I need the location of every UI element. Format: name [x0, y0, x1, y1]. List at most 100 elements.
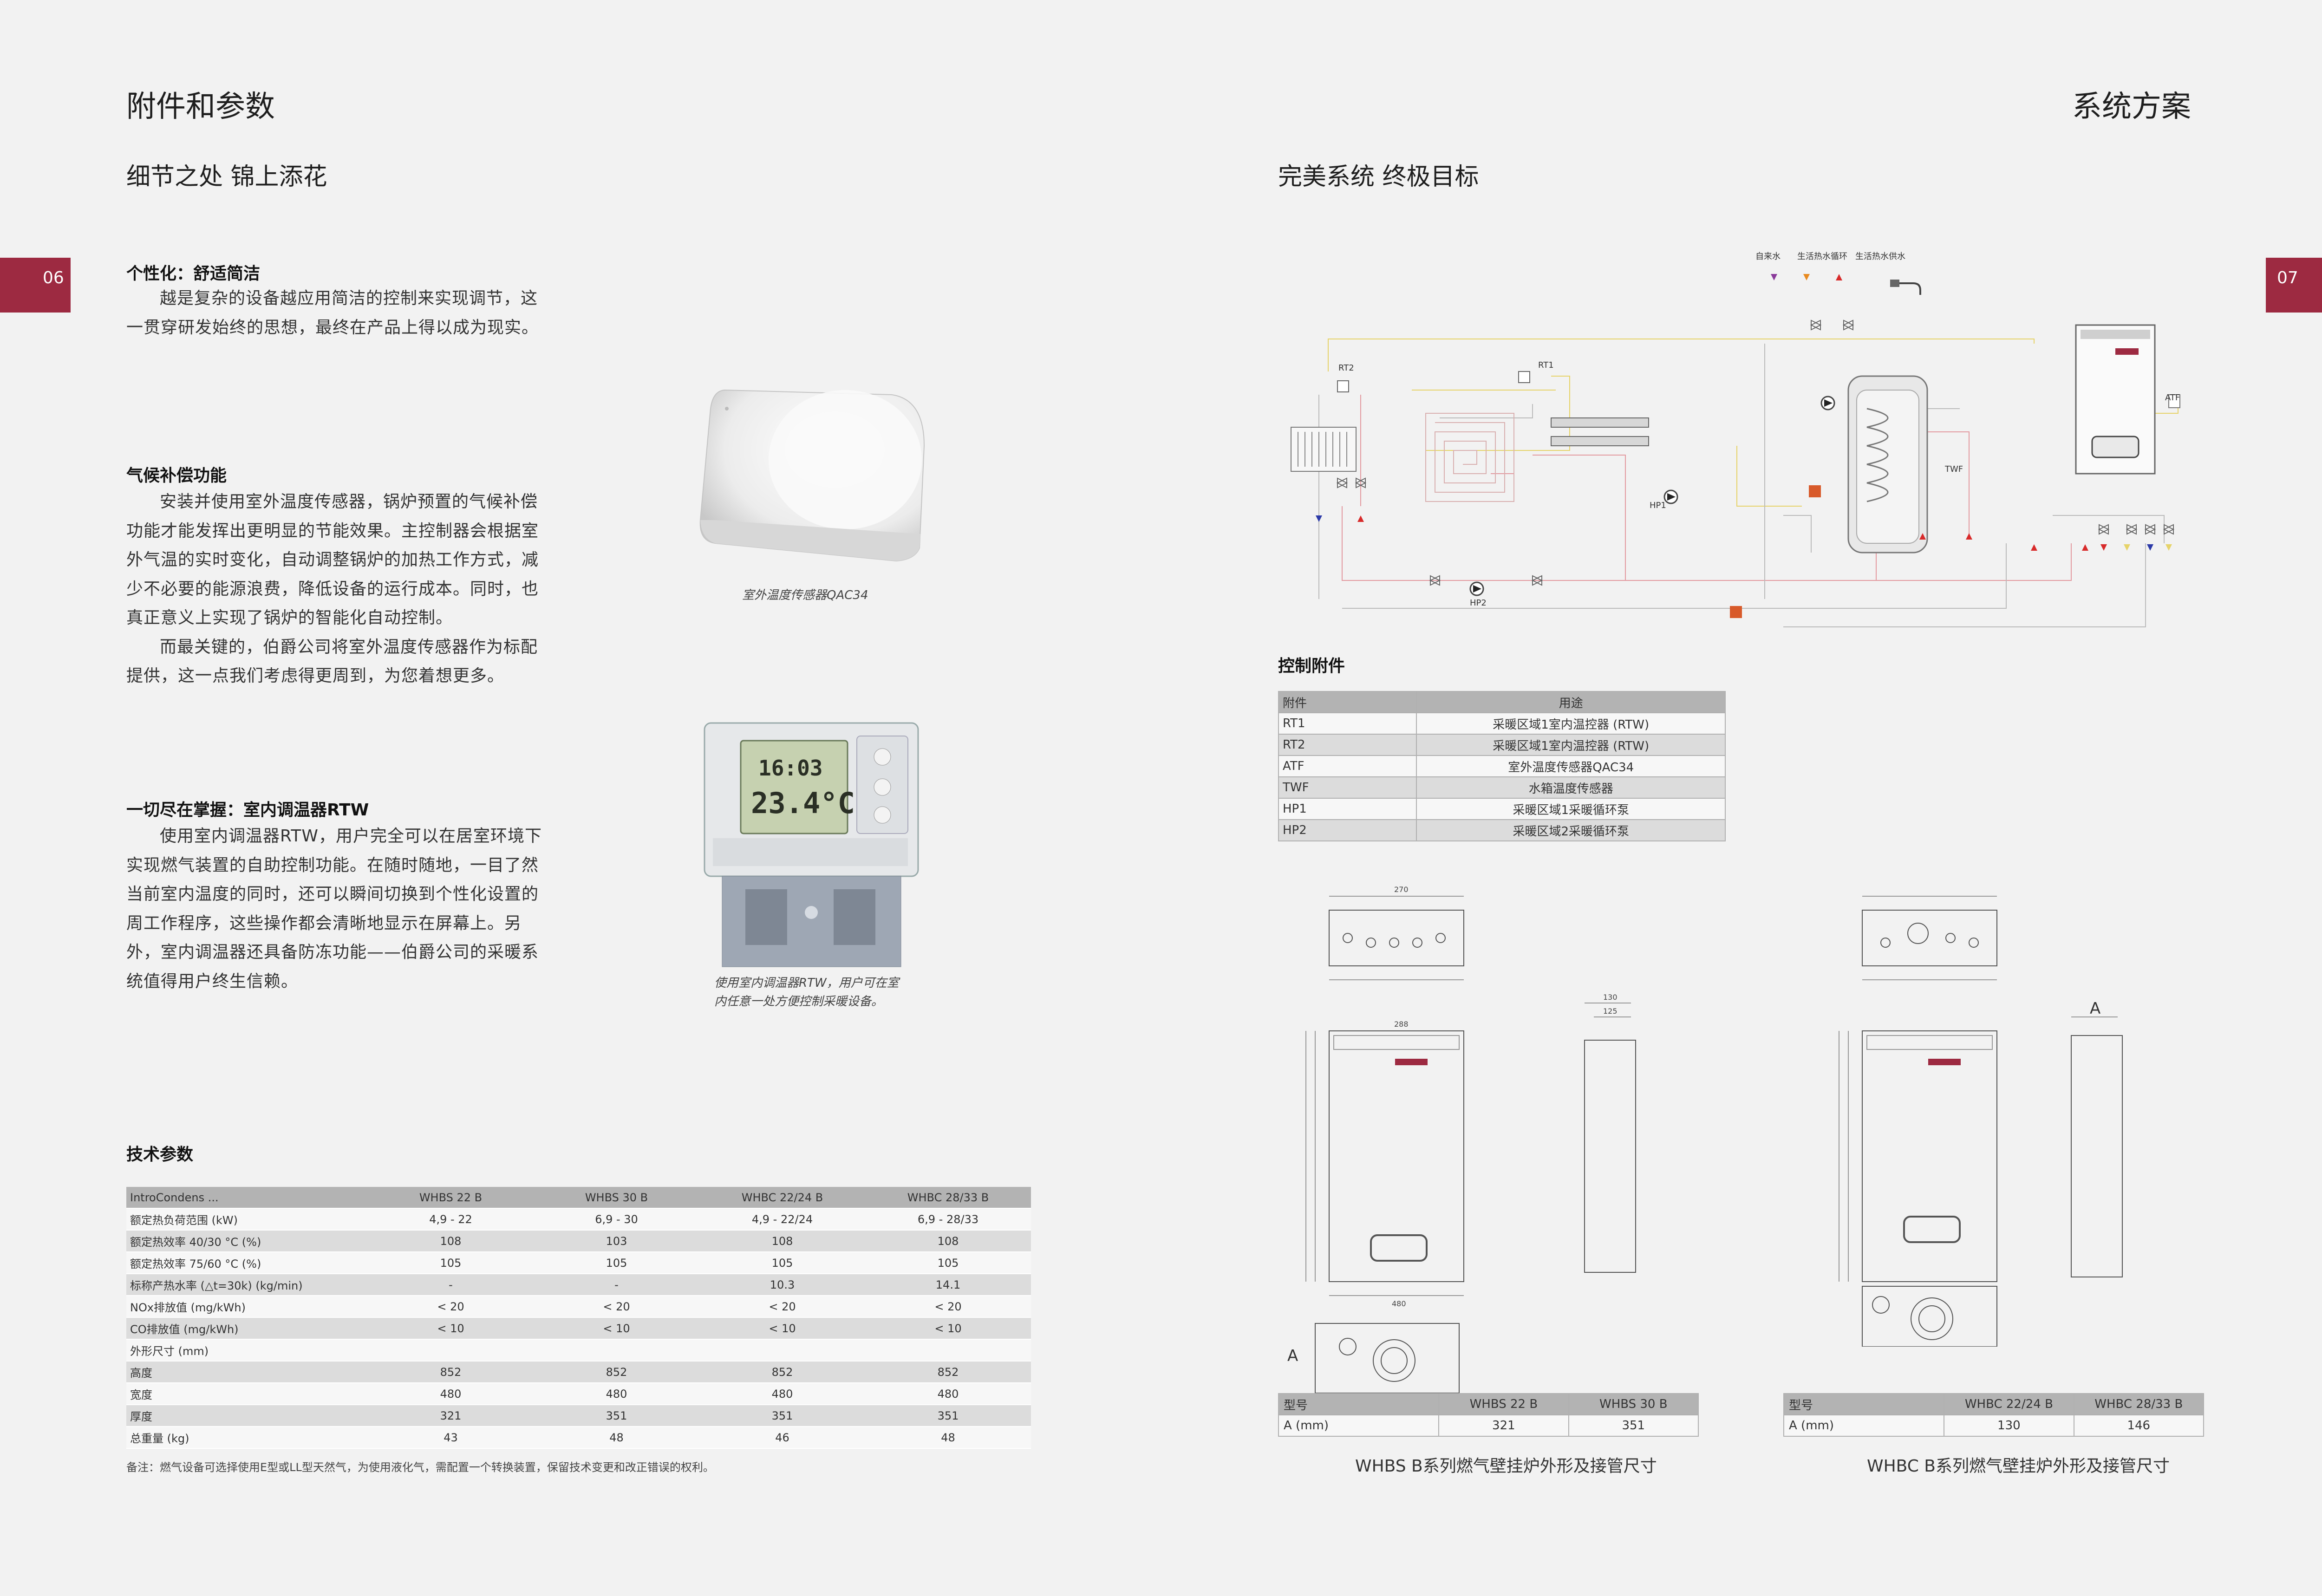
whbs-dimension-drawings: 270 288 480 130 125 A — [1278, 882, 1710, 1393]
table-cell: A (mm) — [1783, 1414, 1945, 1437]
table-row: NOx排放值 (mg/kWh)< 20< 20< 20< 20 — [126, 1296, 1031, 1318]
dim-label: 480 — [1392, 1299, 1406, 1308]
table-row: A (mm) 321 351 — [1278, 1414, 1699, 1437]
table-header-row: 附件 用途 — [1278, 691, 1726, 713]
table-cell: 146 — [2073, 1414, 2205, 1437]
table-cell: 108 — [865, 1230, 1031, 1252]
label-hp2: HP2 — [1470, 598, 1487, 608]
section-title-weather-compensation: 气候补偿功能 — [126, 466, 227, 485]
system-schematic-diagram: 自来水 生活热水循环 生活热水供水 RT2 RT1 HP1 HP2 TWF AT… — [1272, 252, 2197, 683]
whbc-caption: WHBC B系列燃气壁挂炉外形及接管尺寸 — [1867, 1457, 2170, 1476]
table-cell: 室外温度传感器QAC34 — [1416, 755, 1726, 777]
table-cell: < 10 — [699, 1317, 865, 1340]
dim-a-marker: A — [1287, 1347, 1298, 1365]
caption-line: 内任意一处方便控制采暖设备。 — [714, 995, 884, 1009]
column-header: WHBS 30 B — [1568, 1393, 1699, 1415]
table-cell: 43 — [368, 1427, 534, 1449]
section-body-personalization: 越是复杂的设备越应用简洁的控制来实现调节，这一贯穿研发始终的思想，最终在产品上得… — [126, 284, 553, 342]
table-cell: < 10 — [534, 1317, 699, 1340]
table-cell: 480 — [368, 1383, 534, 1405]
table-cell: 高度 — [126, 1361, 368, 1383]
table-cell: 额定热负荷范围 (kW) — [126, 1208, 368, 1231]
page-number-tab-left: 06 — [0, 258, 71, 313]
table-cell: 103 — [534, 1230, 699, 1252]
column-header: WHBS 22 B — [368, 1187, 534, 1209]
control-accessories-title: 控制附件 — [1278, 657, 1345, 676]
page-number: 06 — [43, 268, 64, 287]
thermostat-temp-display: 23.4°C — [751, 786, 855, 820]
whbs-caption: WHBS B系列燃气壁挂炉外形及接管尺寸 — [1355, 1457, 1657, 1476]
table-cell: RT2 — [1278, 734, 1417, 756]
dim-label: 130 — [1603, 993, 1618, 1002]
column-header: 附件 — [1278, 691, 1417, 713]
paragraph: 而最关键的，伯爵公司将室外温度传感器作为标配提供，这一点我们考虑得更周到，为您着… — [126, 637, 538, 686]
outdoor-sensor-image — [697, 381, 929, 567]
right-page-heading: 系统方案 — [2072, 90, 2191, 124]
tech-params-title: 技术参数 — [126, 1145, 194, 1164]
column-header: 用途 — [1416, 691, 1726, 713]
table-cell: 351 — [865, 1405, 1031, 1427]
table-cell — [865, 1339, 1031, 1361]
table-cell: 480 — [699, 1383, 865, 1405]
table-cell: 852 — [368, 1361, 534, 1383]
column-header: WHBC 28/33 B — [2073, 1393, 2205, 1415]
label-twf: TWF — [1945, 464, 1963, 474]
whbs-dimension-table: 型号 WHBS 22 B WHBS 30 B A (mm) 321 351 — [1278, 1393, 1699, 1437]
column-header: WHBS 22 B — [1438, 1393, 1569, 1415]
thermostat-caption: 使用室内调温器RTW，用户可在室 内任意一处方便控制采暖设备。 — [714, 974, 899, 1011]
paragraph: 安装并使用室外温度传感器，锅炉预置的气候补偿功能才能发挥出更明显的节能效果。主控… — [126, 492, 539, 627]
table-cell: 105 — [534, 1252, 699, 1274]
room-thermostat-image: 16:03 23.4°C — [704, 722, 920, 968]
whbc-dimension-drawings: A — [1811, 882, 2276, 1347]
column-header: 型号 — [1783, 1393, 1945, 1415]
table-cell: 额定热效率 40/30 °C (%) — [126, 1230, 368, 1252]
whbc-dimension-table: 型号 WHBC 22/24 B WHBC 28/33 B A (mm) 130 … — [1783, 1393, 2205, 1437]
table-cell: < 10 — [368, 1317, 534, 1340]
left-page-heading: 附件和参数 — [126, 90, 275, 124]
table-cell: < 10 — [865, 1317, 1031, 1340]
label-rt1: RT1 — [1538, 360, 1554, 370]
table-cell: 852 — [865, 1361, 1031, 1383]
table-cell — [368, 1339, 534, 1361]
table-cell: - — [534, 1274, 699, 1296]
label-dhw-circulation: 生活热水循环 — [1797, 252, 1847, 261]
label-hp1: HP1 — [1650, 501, 1666, 510]
table-cell: 480 — [865, 1383, 1031, 1405]
label-rt2: RT2 — [1338, 363, 1354, 373]
table-cell: 321 — [368, 1405, 534, 1427]
table-cell: 额定热效率 75/60 °C (%) — [126, 1252, 368, 1274]
table-cell: 水箱温度传感器 — [1416, 776, 1726, 799]
paragraph: 使用室内调温器RTW，用户完全可以在居室环境下实现燃气装置的自助控制功能。在随时… — [126, 827, 542, 991]
table-cell: 852 — [699, 1361, 865, 1383]
column-header: WHBS 30 B — [534, 1187, 699, 1209]
dim-label: 270 — [1394, 885, 1409, 894]
table-header-row: IntroCondens ... WHBS 22 B WHBS 30 B WHB… — [126, 1187, 1031, 1209]
footnote: 备注：燃气设备可选择使用E型或LL型天然气，为使用液化气，需配置一个转换装置，保… — [126, 1461, 714, 1474]
table-cell: 10.3 — [699, 1274, 865, 1296]
table-cell: 4,9 - 22/24 — [699, 1208, 865, 1231]
table-cell: 108 — [699, 1230, 865, 1252]
table-cell: 采暖区域1室内温控器 (RTW) — [1416, 712, 1726, 735]
section-title-personalization: 个性化：舒适简洁 — [126, 264, 261, 283]
section-title-thermostat: 一切尽在掌握：室内调温器RTW — [126, 801, 369, 820]
table-cell: 48 — [534, 1427, 699, 1449]
table-cell: ATF — [1278, 755, 1417, 777]
table-cell: 总重量 (kg) — [126, 1427, 368, 1449]
right-page-subheading: 完美系统 终极目标 — [1278, 163, 1479, 191]
column-header: WHBC 22/24 B — [699, 1187, 865, 1209]
table-cell: HP2 — [1278, 819, 1417, 841]
table-cell: 宽度 — [126, 1383, 368, 1405]
table-cell: 852 — [534, 1361, 699, 1383]
left-page-subheading: 细节之处 锦上添花 — [126, 163, 327, 191]
